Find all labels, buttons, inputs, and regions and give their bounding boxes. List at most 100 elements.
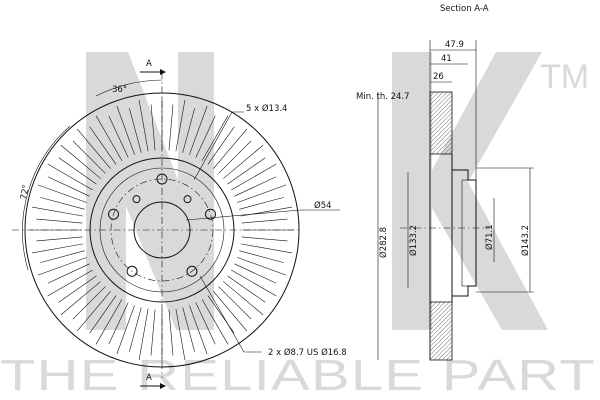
threaded-holes-label: 2 x Ø8.7 US Ø16.8	[268, 347, 347, 358]
bolt-circle	[110, 178, 214, 282]
vane-line	[31, 206, 84, 217]
section-title: Section A-A	[440, 4, 489, 14]
vane-line	[231, 163, 277, 191]
vane-line	[129, 307, 142, 352]
vane-line	[182, 108, 195, 153]
bolt-holes-label: 5 x Ø13.4	[246, 103, 287, 114]
vane-line	[108, 115, 129, 158]
angle-arc-top	[95, 79, 163, 97]
dia-bolt-circle-label: Ø133.2	[408, 225, 419, 256]
vane-line	[108, 302, 129, 345]
tagline-label: THE RELIABLE PART	[0, 351, 596, 400]
vane-line	[47, 263, 90, 284]
rim-upper-section	[429, 91, 453, 155]
vane-line	[36, 236, 83, 242]
threaded-hole	[132, 195, 141, 204]
center-bore-leader	[185, 209, 340, 221]
vane-line	[150, 309, 156, 356]
vane-line	[95, 115, 123, 161]
dia-disc-label: Ø282.8	[378, 227, 389, 258]
width-disc-label: 26	[433, 72, 444, 82]
rim-lower-section	[429, 301, 453, 361]
vane-line	[168, 309, 174, 356]
vane-line	[89, 126, 117, 165]
dia-hub-label: Ø71.1	[484, 224, 495, 250]
min-thickness-label: Min. th. 24.7	[356, 92, 410, 102]
vane-line	[175, 308, 186, 361]
width-mid-label: 41	[441, 54, 452, 64]
angle-top-label: 36°	[112, 85, 127, 95]
vane-line	[47, 269, 93, 297]
vane-line	[207, 295, 235, 334]
vane-line	[207, 126, 235, 165]
vane-line	[72, 140, 106, 174]
vane-line	[37, 257, 87, 276]
dia-hat-label: Ø143.2	[520, 225, 531, 256]
vane-line	[234, 176, 277, 197]
section-letter-bottom: A	[146, 373, 152, 383]
section-view: Section A-A Min. th. 24.7 47.9 41 26 Ø28…	[356, 4, 534, 361]
vane-line	[60, 144, 101, 179]
trademark-label: TM	[540, 58, 589, 96]
vane-line	[47, 163, 93, 191]
vane-line	[189, 105, 208, 155]
vane-line	[116, 105, 135, 155]
vane-line	[89, 295, 117, 334]
vane-line	[201, 299, 229, 345]
vane-line	[58, 157, 97, 185]
vane-line	[150, 104, 156, 151]
vane-line	[237, 184, 287, 203]
vane-line	[31, 243, 84, 254]
vane-line	[40, 197, 85, 210]
vane-line	[218, 140, 252, 174]
vane-line	[241, 218, 288, 224]
vane-line	[231, 269, 277, 297]
vane-line	[223, 144, 264, 179]
vane-line	[195, 302, 216, 345]
vane-line	[201, 115, 229, 161]
vane-line	[239, 197, 284, 210]
bolt-hole	[186, 265, 198, 277]
vane-line	[223, 281, 264, 316]
bolt-hole	[126, 265, 138, 277]
vane-line	[227, 157, 266, 185]
cooling-vanes	[30, 98, 294, 362]
vane-line	[76, 291, 111, 332]
vane-line	[189, 305, 208, 355]
vane-line	[36, 218, 83, 224]
vane-line	[234, 263, 277, 284]
angle-arc-left	[22, 125, 71, 271]
width-overall-label: 47.9	[445, 40, 464, 50]
vane-line	[72, 286, 106, 320]
vane-line	[40, 250, 85, 263]
vane-line	[218, 286, 252, 320]
threaded-hole-leader	[199, 275, 262, 353]
vane-line	[76, 128, 111, 169]
vane-line	[241, 236, 288, 242]
vane-line	[227, 275, 266, 303]
vane-line	[195, 115, 216, 158]
vane-line	[60, 281, 101, 316]
hub-face	[461, 179, 477, 287]
vane-line	[37, 184, 87, 203]
bolt-hole-leader	[193, 111, 244, 181]
threaded-hole	[183, 195, 192, 204]
vane-line	[182, 307, 195, 352]
center-bore-label: Ø54	[314, 200, 332, 211]
vane-line	[213, 291, 248, 332]
angle-left-label: 72°	[19, 184, 31, 201]
vane-line	[138, 99, 149, 152]
bolt-hole	[205, 208, 217, 220]
bolt-hole	[107, 208, 119, 220]
vane-line	[237, 257, 287, 276]
vane-line	[175, 99, 186, 152]
vane-line	[58, 275, 97, 303]
vane-line	[168, 104, 174, 151]
vane-line	[213, 128, 248, 169]
vane-line	[116, 305, 135, 355]
section-letter-top: A	[146, 59, 152, 69]
vane-line	[239, 250, 284, 263]
vane-line	[240, 243, 293, 254]
vane-line	[95, 299, 123, 345]
